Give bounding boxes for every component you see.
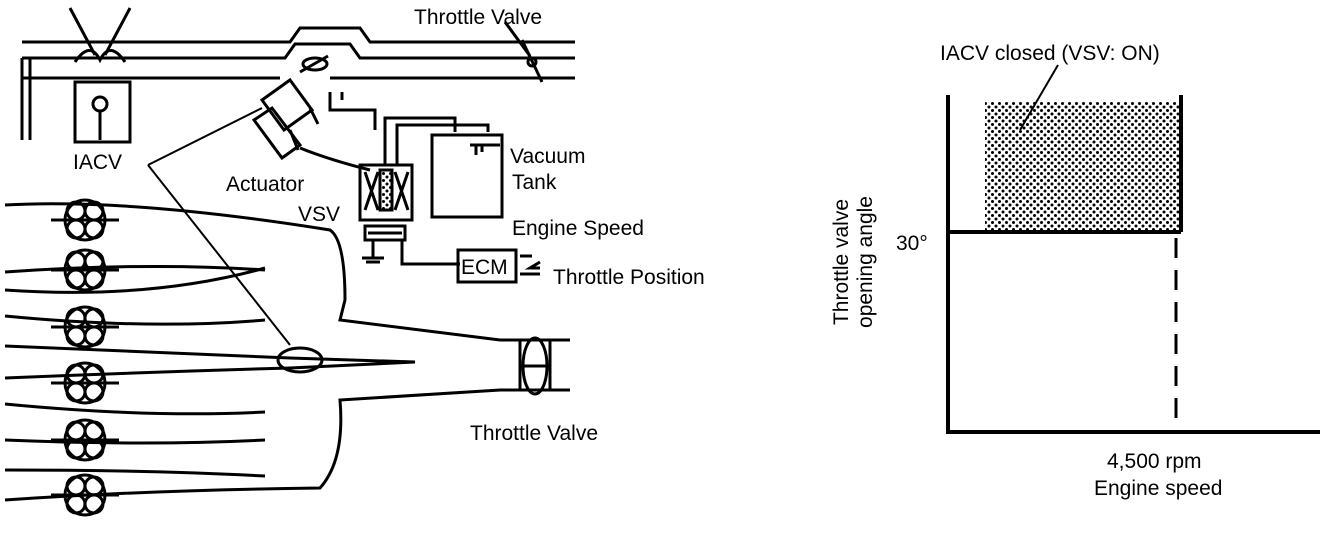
iacv-leader-lines — [147, 107, 291, 346]
vacuum-lines — [299, 116, 504, 219]
throttle-position-input-label: Throttle Position — [553, 266, 705, 289]
vsv-solenoid — [358, 163, 460, 266]
ecm-label: ECM — [461, 256, 508, 279]
region-label-leader — [1019, 64, 1059, 131]
cylinder-heads — [51, 198, 119, 517]
actuator-label: Actuator — [226, 173, 305, 196]
iacv-label: IACV — [73, 151, 123, 174]
iacv-closed-region — [985, 102, 1181, 230]
x-tick-4500rpm: 4,500 rpm — [1107, 450, 1202, 473]
throttle-valve-bottom-label: Throttle Valve — [470, 422, 598, 445]
ecm-box — [456, 248, 541, 284]
y-axis-label-line2: opening angle — [854, 196, 877, 328]
y-axis-label-line1: Throttle valve — [830, 198, 853, 326]
iacv-closed-label: IACV closed (VSV: ON) — [940, 42, 1160, 65]
vacuum-label: Vacuum — [510, 145, 586, 168]
graph — [946, 64, 1320, 434]
engine-cross-section — [20, 7, 575, 144]
tank-label: Tank — [512, 171, 557, 194]
actuator-body — [251, 54, 377, 161]
vsv-label: VSV — [298, 203, 341, 226]
y-axis-label: Throttle valve opening angle — [830, 162, 878, 362]
top-throttle-valve — [503, 21, 544, 83]
x-axis-label: Engine speed — [1094, 477, 1223, 500]
y-tick-30deg: 30° — [896, 232, 928, 255]
throttle-valve-top-label: Throttle Valve — [414, 6, 542, 29]
engine-speed-input-label: Engine Speed — [512, 217, 644, 240]
